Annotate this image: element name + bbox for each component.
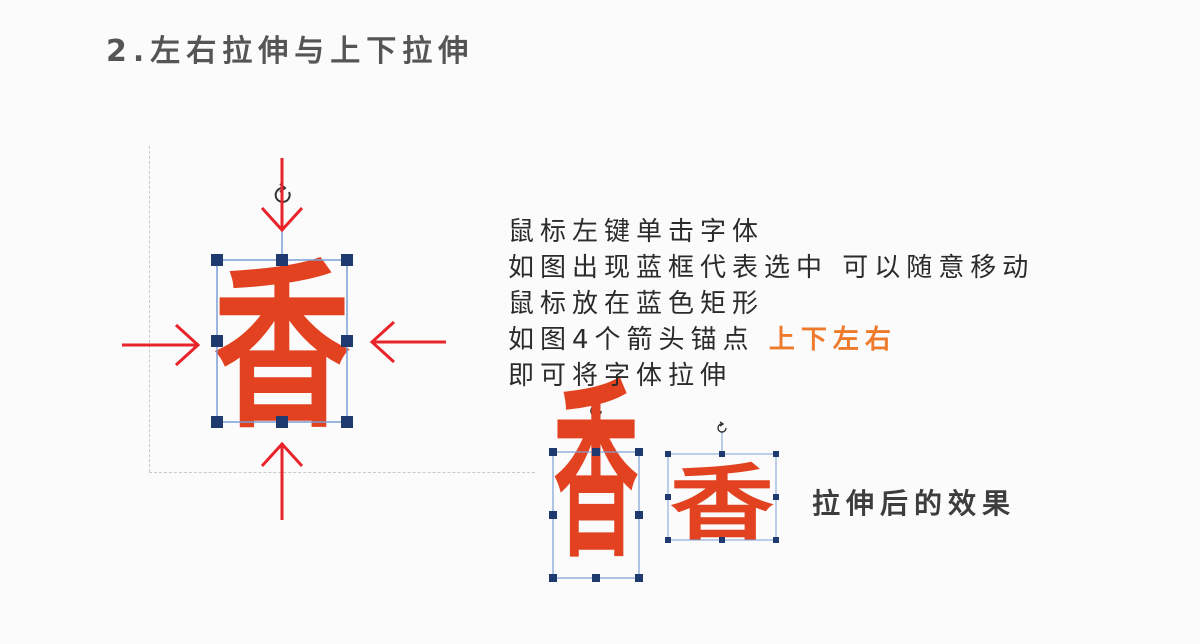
resize-handle-bottom-left[interactable] xyxy=(549,574,557,582)
glyph-stretched-wide: 香 xyxy=(670,455,775,552)
instruction-line-2: 如图出现蓝框代表选中 可以随意移动 xyxy=(508,253,1035,283)
resize-handle-top[interactable] xyxy=(719,451,725,457)
resize-handle-top-left[interactable] xyxy=(211,254,223,266)
resize-handle-top-left[interactable] xyxy=(549,448,557,456)
arrow-icon-top xyxy=(260,158,304,233)
resize-handle-bottom[interactable] xyxy=(592,574,600,582)
resize-handle-top-left[interactable] xyxy=(665,451,671,457)
resize-handle-bottom-right[interactable] xyxy=(341,416,353,428)
rotate-icon[interactable] xyxy=(717,421,727,433)
resize-handle-left[interactable] xyxy=(211,335,223,347)
resize-handle-bottom[interactable] xyxy=(276,416,288,428)
result-glyph-wide[interactable]: 香 xyxy=(665,421,779,552)
resize-handle-left[interactable] xyxy=(549,511,557,519)
result-label: 拉伸后的效果 xyxy=(812,487,1017,520)
canvas-guide-horizontal xyxy=(149,472,535,473)
resize-handle-bottom-right[interactable] xyxy=(773,537,779,543)
arrow-icon-left xyxy=(122,323,201,367)
glyph-stretched-tall: 香 xyxy=(554,359,638,583)
instruction-line-3: 鼠标放在蓝色矩形 xyxy=(508,289,765,319)
instruction-text: 鼠标左键单击字体 如图出现蓝框代表选中 可以随意移动 鼠标放在蓝色矩形 如图4个… xyxy=(508,214,1034,394)
resize-handle-right[interactable] xyxy=(341,335,353,347)
instruction-line-4: 如图4个箭头锚点 上下左右 xyxy=(508,322,1034,358)
instruction-line-4-prefix: 如图4个箭头锚点 xyxy=(508,325,769,355)
page-title: 2.左右拉伸与上下拉伸 xyxy=(106,34,475,69)
resize-handle-top-right[interactable] xyxy=(635,448,643,456)
resize-handle-top[interactable] xyxy=(592,448,600,456)
arrow-icon-right xyxy=(369,320,446,364)
resize-handle-top[interactable] xyxy=(276,254,288,266)
resize-handle-right[interactable] xyxy=(635,511,643,519)
resize-handle-bottom-left[interactable] xyxy=(665,537,671,543)
canvas-guide-vertical xyxy=(149,146,150,472)
result-glyph-tall[interactable]: 香 xyxy=(549,359,643,583)
resize-handle-left[interactable] xyxy=(665,494,671,500)
main-glyph-group[interactable]: 香 xyxy=(211,183,353,453)
resize-handle-top-right[interactable] xyxy=(773,451,779,457)
resize-handle-bottom-left[interactable] xyxy=(211,416,223,428)
rotate-icon[interactable] xyxy=(590,402,602,417)
arrow-icon-bottom xyxy=(260,441,304,520)
resize-handle-right[interactable] xyxy=(773,494,779,500)
resize-handle-bottom[interactable] xyxy=(719,537,725,543)
resize-handle-top-right[interactable] xyxy=(341,254,353,266)
instruction-line-5: 即可将字体拉伸 xyxy=(508,361,733,391)
resize-handle-bottom-right[interactable] xyxy=(635,574,643,582)
direction-highlight: 上下左右 xyxy=(768,325,897,355)
instruction-line-1: 鼠标左键单击字体 xyxy=(508,217,765,247)
